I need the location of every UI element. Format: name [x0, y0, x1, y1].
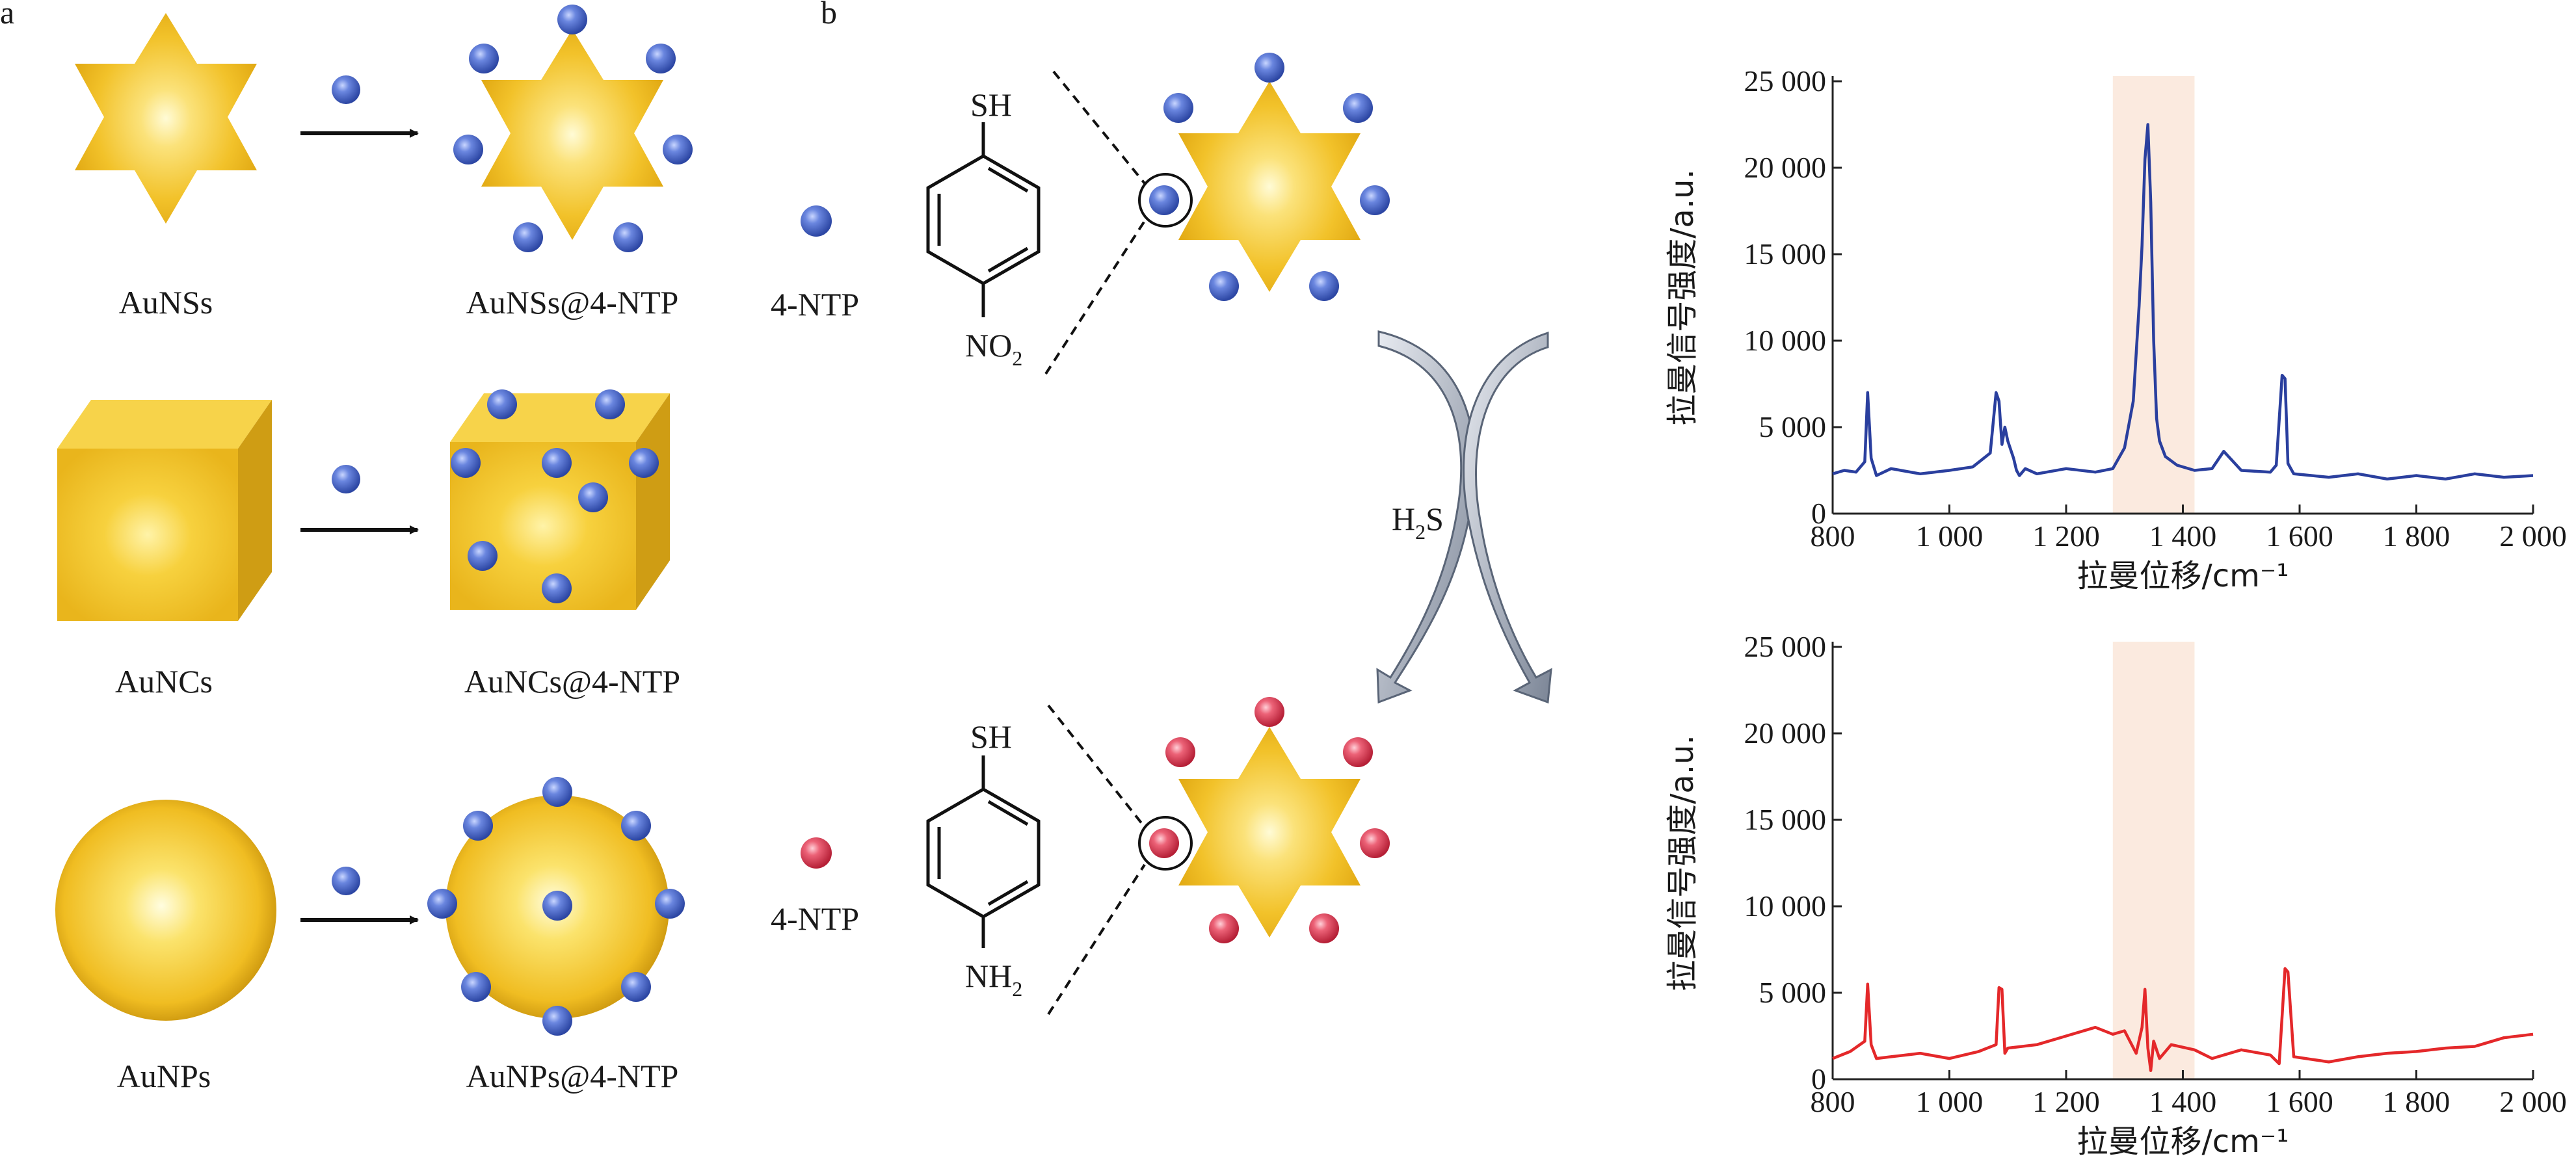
- label-auncs-4ntp: AuNCs@4-NTP: [464, 663, 680, 700]
- thiol-group-top: SH: [970, 86, 1012, 123]
- y-tick-label: 5 000: [1759, 976, 1827, 1009]
- probe-molecule-icon: [332, 75, 360, 104]
- x-tick-label: 1 800: [2383, 519, 2450, 553]
- y-tick-label: 20 000: [1744, 151, 1827, 184]
- x-tick-label: 1 000: [1916, 519, 1984, 553]
- probe-blue-icon: [801, 205, 832, 237]
- x-tick-label: 2 000: [2499, 519, 2567, 553]
- y-tick-label: 25 000: [1744, 64, 1827, 98]
- nitrothiophenol-structure: [926, 122, 1041, 317]
- raman-spectrum-before: 0 5 000 10 000 15 000 20 000 25 000 800 1 000 1 …: [1664, 64, 2567, 594]
- y-tick-label: 10 000: [1744, 324, 1827, 357]
- gold-nanostar: [75, 13, 257, 224]
- label-auncs: AuNCs: [115, 663, 213, 700]
- x-axis-label: 拉曼位移/cm⁻¹: [2077, 558, 2289, 594]
- thiol-group-bottom: SH: [970, 718, 1012, 755]
- functionalized-nanosphere: [427, 777, 685, 1036]
- probe-molecule-icon: [332, 867, 360, 895]
- nitro-group: NO2: [965, 327, 1022, 370]
- zoom-callout: [1047, 704, 1193, 1016]
- gold-nanosphere: [55, 800, 276, 1021]
- x-tick-label: 1 200: [2032, 1085, 2100, 1118]
- x-tick-label: 1 400: [2149, 1085, 2217, 1118]
- aminothiophenol-structure: [926, 755, 1041, 948]
- spectrum-line: [1832, 967, 2534, 1072]
- x-tick-label: 1 400: [2149, 519, 2217, 553]
- nanostar-with-reduced-probe: [1149, 697, 1390, 943]
- label-aunps-4ntp: AuNPs@4-NTP: [466, 1058, 679, 1094]
- x-tick-label: 2 000: [2499, 1085, 2567, 1118]
- amine-group: NH2: [965, 958, 1022, 1001]
- highlight-band: [2112, 642, 2195, 1079]
- zoom-callout: [1044, 70, 1193, 375]
- y-tick-label: 15 000: [1744, 237, 1827, 270]
- panel-label-a: a: [0, 0, 14, 31]
- label-aunss-4ntp: AuNSs@4-NTP: [466, 284, 679, 321]
- y-tick-label: 5 000: [1759, 410, 1827, 443]
- functionalized-nanostar: [453, 5, 693, 252]
- x-tick-label: 800: [1811, 519, 1855, 553]
- label-4ntp-top: 4-NTP: [771, 286, 859, 322]
- y-tick-label: 0: [1811, 497, 1826, 530]
- y-tick-label: 15 000: [1744, 803, 1827, 836]
- nanostar-with-4ntp: [1149, 53, 1390, 301]
- x-tick-label: 1 800: [2383, 1085, 2450, 1118]
- x-tick-label: 800: [1811, 1085, 1855, 1118]
- x-tick-label: 1 200: [2032, 519, 2100, 553]
- probe-red-icon: [801, 837, 832, 869]
- label-aunss: AuNSs: [119, 284, 213, 321]
- x-tick-label: 1 000: [1916, 1085, 1984, 1118]
- x-tick-label: 1 600: [2266, 519, 2333, 553]
- gold-nanocube: [57, 400, 272, 621]
- x-axis-label: 拉曼位移/cm⁻¹: [2077, 1123, 2289, 1160]
- panel-label-b: b: [821, 0, 837, 31]
- h2s-label: H2S: [1392, 501, 1444, 544]
- y-tick-label: 10 000: [1744, 889, 1827, 923]
- x-tick-label: 1 600: [2266, 1085, 2333, 1118]
- y-tick-label: 25 000: [1744, 630, 1827, 663]
- h2s-reaction-arrows: [1376, 330, 1552, 704]
- raman-spectrum-after: 0 5 000 10 000 15 000 20 000 25 000 800 1 000 1 …: [1664, 630, 2567, 1160]
- y-axis-label: 拉曼信号强度/a.u.: [1664, 735, 1701, 991]
- spectrum-line: [1832, 123, 2534, 481]
- label-4ntp-bottom: 4-NTP: [771, 900, 859, 937]
- functionalized-nanocube: [450, 389, 670, 610]
- y-axis-label: 拉曼信号强度/a.u.: [1664, 169, 1701, 426]
- label-aunps: AuNPs: [117, 1058, 211, 1094]
- y-tick-label: 20 000: [1744, 716, 1827, 750]
- probe-molecule-icon: [332, 465, 360, 493]
- y-tick-label: 0: [1811, 1062, 1826, 1095]
